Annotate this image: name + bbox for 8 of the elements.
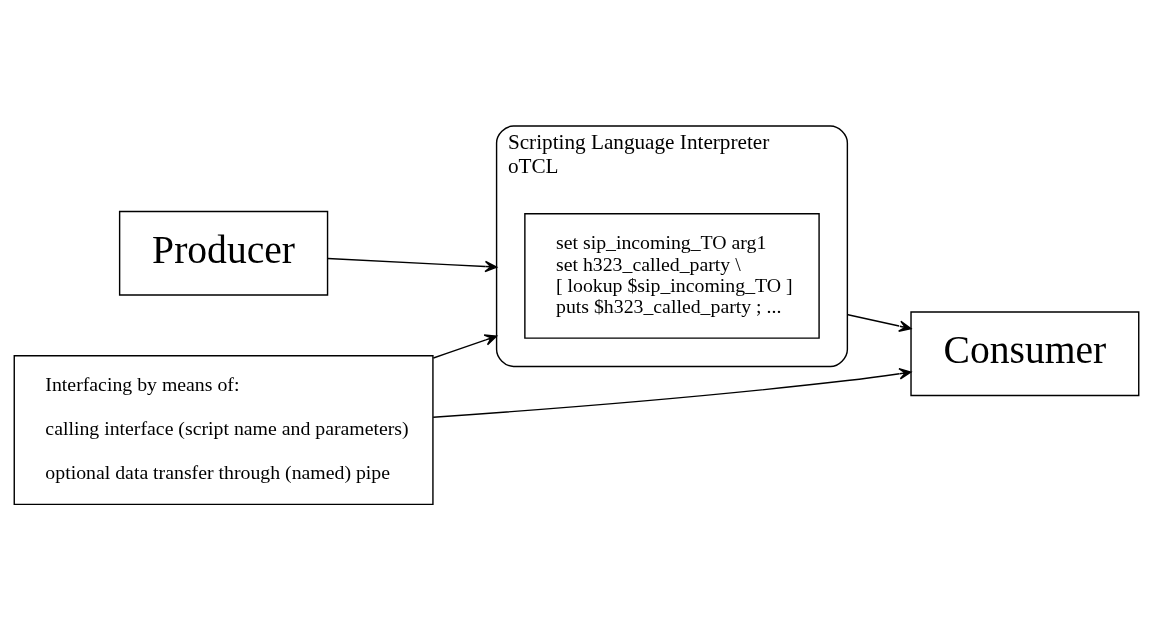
node-box: Interfacing by means of: calling interface (script name and parameters) optional data transfer through (named) pipe	[13, 355, 434, 506]
arrow	[432, 334, 498, 359]
arrow	[432, 368, 912, 418]
arrow	[846, 313, 912, 332]
node-box: Consumer	[910, 311, 1140, 397]
node-box: set sip_incoming_TO arg1 set h323_called_party \ [ lookup $sip_incoming_TO ] puts $h323_called_party ; ...	[524, 212, 820, 339]
node-box: Producer	[118, 210, 329, 296]
arrow	[327, 257, 498, 273]
